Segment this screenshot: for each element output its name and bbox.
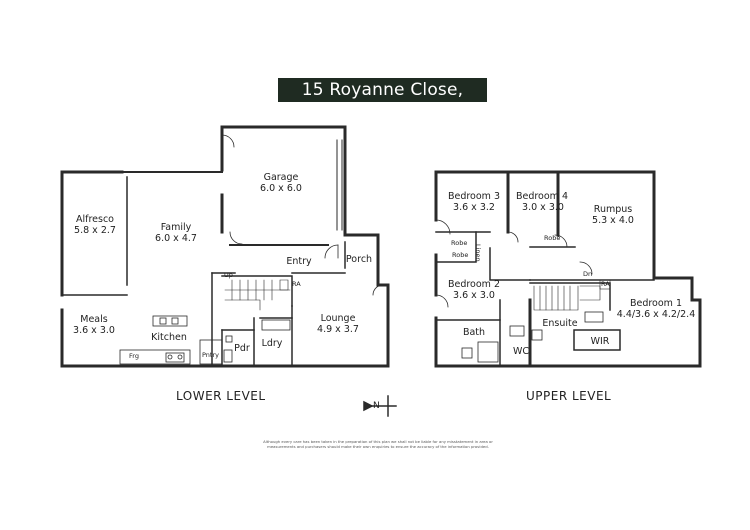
lower-stairs bbox=[224, 279, 291, 311]
rumpus-dims: 5.3 x 4.0 bbox=[592, 215, 634, 226]
stairs-up-label: Up bbox=[224, 271, 233, 279]
lounge-label: Lounge bbox=[320, 313, 356, 324]
linen-label: Linen bbox=[474, 244, 482, 262]
compass-arrow bbox=[363, 395, 397, 417]
disclaimer-text: Although every care has been taken in th… bbox=[263, 439, 493, 449]
bedroom3-dims: 3.6 x 3.2 bbox=[453, 202, 495, 213]
robe-label-1: Robe bbox=[451, 239, 468, 247]
garage-label: Garage bbox=[263, 172, 299, 183]
bedroom1-label: Bedroom 1 bbox=[629, 298, 683, 309]
upper-level-title: UPPER LEVEL bbox=[526, 389, 612, 403]
ra-lower-label: RA bbox=[292, 280, 301, 288]
bedroom4-dims: 3.0 x 3.0 bbox=[522, 202, 564, 213]
bedroom2-label: Bedroom 2 bbox=[447, 279, 501, 290]
family-label: Family bbox=[160, 222, 192, 233]
bedroom2-dims: 3.6 x 3.0 bbox=[453, 290, 495, 301]
bedroom1-dims: 4.4/3.6 x 4.2/2.4 bbox=[616, 309, 696, 320]
rumpus-label: Rumpus bbox=[593, 204, 633, 215]
fridge-label: Frg bbox=[129, 352, 139, 360]
pdr-fixtures bbox=[223, 335, 233, 363]
bedroom3-label: Bedroom 3 bbox=[447, 191, 501, 202]
meals-dims: 3.6 x 3.0 bbox=[73, 325, 115, 336]
ra-upper-label: RA bbox=[601, 280, 610, 288]
bedroom4-label: Bedroom 4 bbox=[515, 191, 569, 202]
pdr-label: Pdr bbox=[234, 343, 250, 354]
porch-label: Porch bbox=[345, 254, 373, 265]
ldry-label: Ldry bbox=[261, 338, 283, 349]
lower-level-title: LOWER LEVEL bbox=[176, 389, 266, 403]
entry-label: Entry bbox=[286, 256, 312, 267]
robe-label-2: Robe bbox=[452, 251, 469, 259]
bath-fixtures bbox=[461, 311, 604, 363]
pantry-label: Pntry bbox=[202, 351, 219, 359]
ensuite-label: Ensuite bbox=[542, 318, 578, 329]
bath-label: Bath bbox=[462, 327, 486, 338]
stairs-down-label: Dn bbox=[583, 270, 593, 278]
property-title: 15 Royanne Close, Bunyip bbox=[278, 78, 487, 124]
compass-north-label: N bbox=[373, 401, 380, 411]
family-dims: 6.0 x 4.7 bbox=[155, 233, 197, 244]
alfresco-dims: 5.8 x 2.7 bbox=[74, 225, 116, 236]
upper-inner-walls bbox=[435, 231, 655, 311]
lounge-dims: 4.9 x 3.7 bbox=[317, 324, 359, 335]
upper-level-walls bbox=[434, 170, 702, 368]
wir-label: WIR bbox=[590, 336, 610, 347]
lower-level-walls bbox=[60, 125, 390, 368]
robe-label-3: Robe bbox=[544, 234, 561, 242]
kitchen-island bbox=[119, 315, 291, 365]
kitchen-label: Kitchen bbox=[151, 332, 187, 343]
alfresco-label: Alfresco bbox=[75, 214, 114, 225]
wc-label: WC bbox=[512, 346, 530, 357]
upper-stairs bbox=[533, 279, 611, 311]
meals-label: Meals bbox=[80, 314, 108, 325]
garage-door bbox=[336, 139, 343, 231]
garage-dims: 6.0 x 6.0 bbox=[260, 183, 302, 194]
